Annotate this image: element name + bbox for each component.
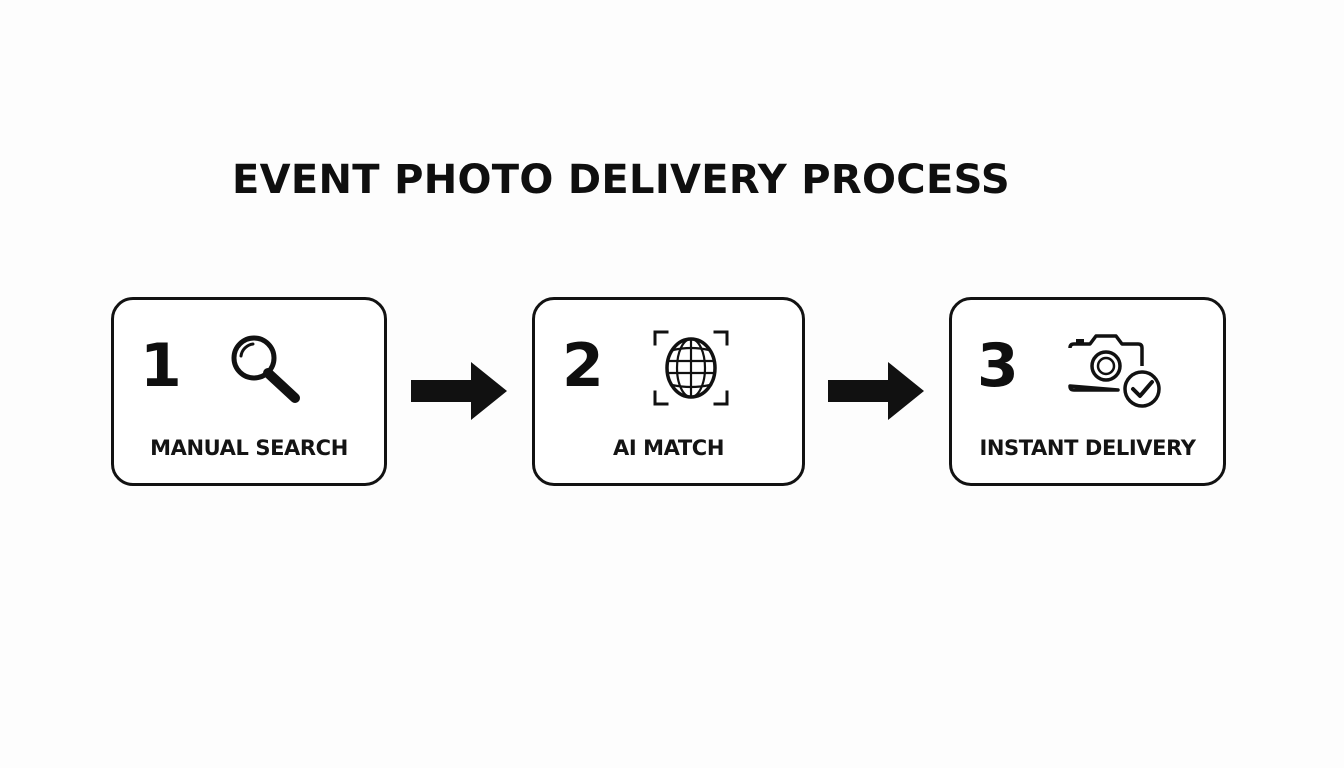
step-1-label: MANUAL SEARCH [150, 436, 348, 460]
step-1-card: 1 MANUAL SEARCH [111, 297, 387, 486]
step-3-number: 3 [977, 331, 1019, 401]
diagram-title: EVENT PHOTO DELIVERY PROCESS [232, 157, 1011, 203]
camera-check-icon [1066, 328, 1166, 412]
step-2-card: 2 AI MATCH [532, 297, 805, 486]
magnifying-glass-icon [224, 328, 308, 412]
arrow-right-icon [411, 360, 509, 426]
step-2-number: 2 [562, 331, 604, 401]
arrow-right-icon [828, 360, 926, 426]
step-3-label: INSTANT DELIVERY [979, 436, 1196, 460]
step-1-number: 1 [140, 331, 182, 401]
step-3-card: 3 INSTANT DELIVERY [949, 297, 1226, 486]
step-2-label: AI MATCH [612, 436, 724, 460]
face-scan-icon [651, 328, 731, 412]
